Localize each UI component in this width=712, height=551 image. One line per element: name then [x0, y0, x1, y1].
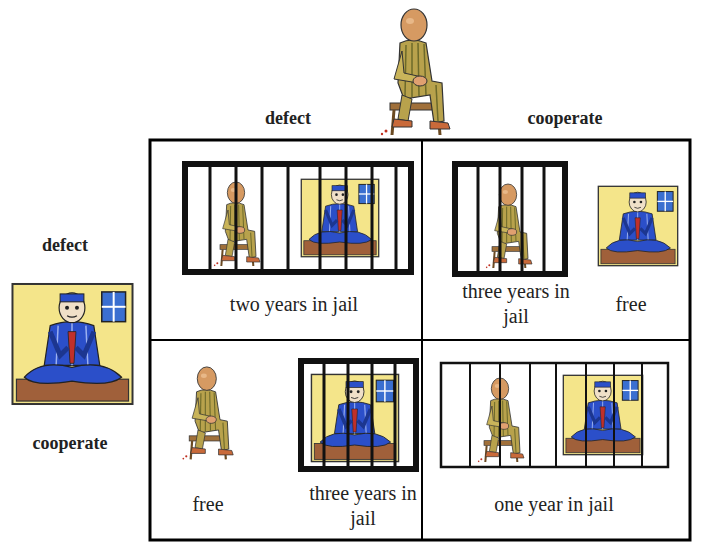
strategy-label: cooperate — [33, 433, 108, 454]
payoff-text: three years in jail — [460, 279, 572, 329]
payoff-cell: one year in jail — [422, 340, 690, 540]
payoff-text: two years in jail — [230, 292, 358, 317]
strategy-label: defect — [265, 108, 311, 129]
payoff-cell: two years in jail — [150, 140, 422, 340]
payoff-text: free — [192, 492, 223, 517]
payoff-cell: free three years in jail — [150, 340, 422, 540]
payoff-text: one year in jail — [494, 492, 613, 517]
payoff-text: free — [615, 292, 646, 317]
strategy-label: cooperate — [528, 108, 603, 129]
payoff-text: three years in jail — [307, 481, 419, 531]
payoff-cell: three years in jail free — [422, 140, 690, 340]
strategy-label: defect — [42, 235, 88, 256]
